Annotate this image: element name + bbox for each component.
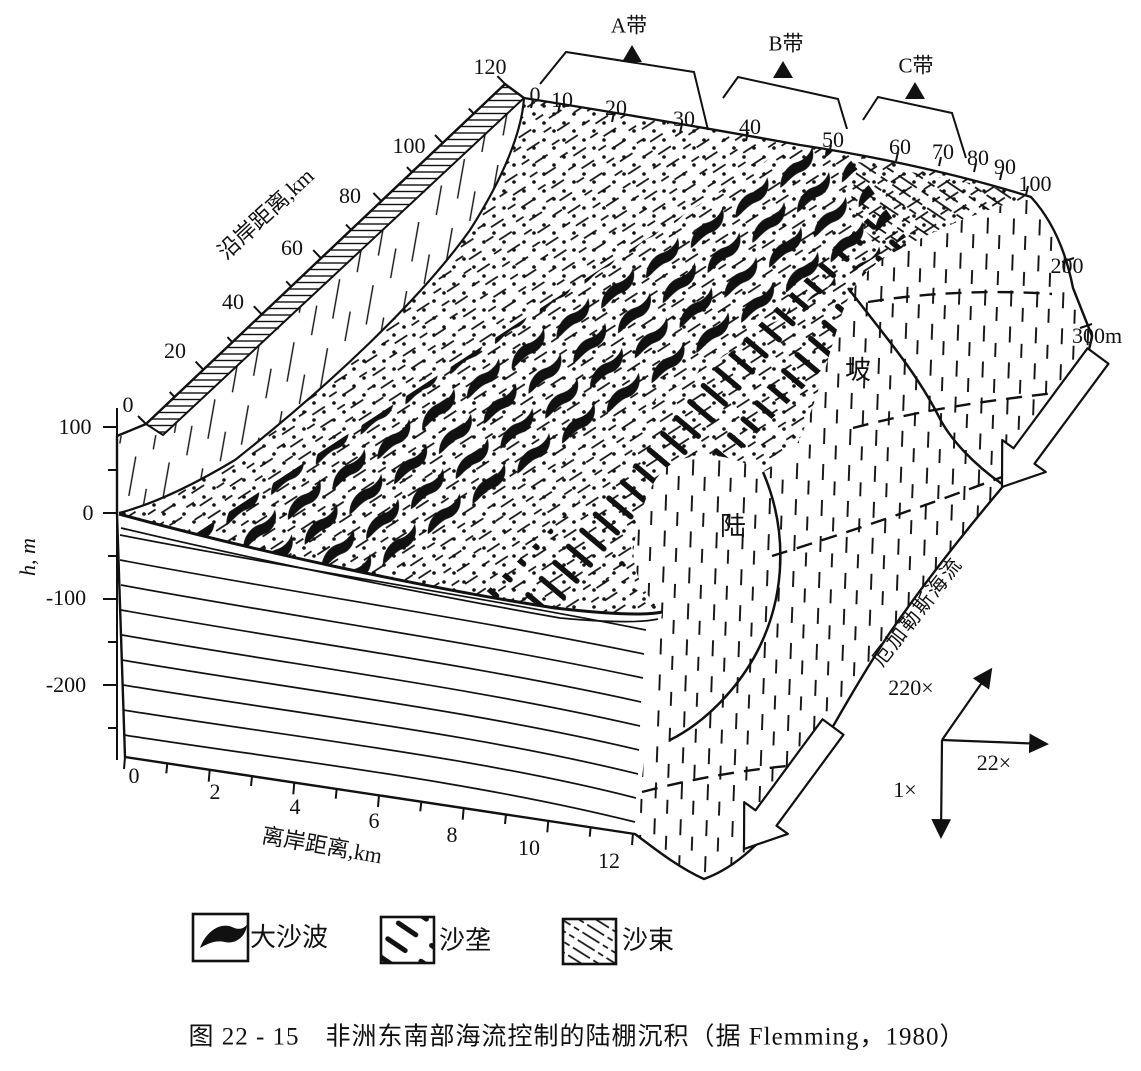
current-arrows: [742, 347, 1110, 851]
alongshore-tick-0: 0: [122, 392, 134, 417]
depth-contour-dashes: [641, 290, 1087, 794]
scale-arrows: [931, 667, 1049, 839]
offshore-tick-12: 12: [598, 848, 620, 873]
coastal-face: [117, 97, 526, 515]
scale-vertical-label: 220×: [888, 675, 934, 700]
figure-caption: 图 22 - 15 非洲东南部海流控制的陆棚沉积（据 Flemming，1980…: [188, 1023, 966, 1051]
top-depth-tick-50: 50: [822, 127, 844, 152]
offshore-tick-8: 8: [446, 822, 458, 847]
sand-wave-band: [189, 123, 906, 614]
top-depth-ticks: [530, 98, 1093, 329]
alongshore-tick-40: 40: [222, 289, 244, 314]
zone-c-label: C带: [898, 53, 934, 78]
top-depth-tick-10: 10: [551, 87, 573, 112]
offshore-tick-2: 2: [209, 779, 221, 804]
top-depth-tick-90: 90: [994, 154, 1016, 179]
scale-depth-label: 1×: [893, 777, 917, 802]
top-depth-tick-30: 30: [673, 106, 695, 131]
zone-marker-triangles: [622, 45, 925, 99]
continental-slope: [633, 197, 1092, 879]
depth-left-tick-0: 0: [82, 500, 94, 525]
top-depth-tick-300m: 300m: [1071, 323, 1123, 348]
alongshore-tick-100: 100: [392, 133, 426, 158]
top-depth-tick-200: 200: [1050, 253, 1084, 278]
top-depth-tick-60: 60: [889, 134, 911, 159]
top-depth-tick-20: 20: [605, 95, 627, 120]
top-depth-tick-0: 0: [529, 82, 541, 107]
depth-left-tick-100: 100: [58, 414, 92, 439]
offshore-tick-4: 4: [289, 794, 301, 819]
depth-left-tick--100: -100: [45, 585, 87, 610]
depth-axis-left: [103, 408, 118, 760]
top-depth-tick-40: 40: [739, 114, 761, 139]
zone-a-label: A带: [610, 13, 648, 38]
alongshore-tick-20: 20: [164, 338, 186, 363]
alongshore-axis-ticks: [137, 75, 506, 425]
legend-sand-ribbon-label: 沙束: [621, 926, 675, 955]
offshore-tick-10: 10: [518, 835, 540, 860]
zone-b-label: B带: [768, 31, 804, 56]
offshore-tick-0: 0: [128, 763, 140, 788]
depth-left-tick--200: -200: [45, 672, 87, 697]
alongshore-tick-80: 80: [339, 183, 361, 208]
top-depth-tick-80: 80: [967, 145, 989, 170]
front-section-face: [118, 512, 663, 834]
depth-axis-label: h, m: [15, 538, 40, 576]
alongshore-tick-120: 120: [473, 54, 507, 79]
slope-label: 坡: [844, 356, 872, 385]
alongshore-tick-60: 60: [281, 235, 303, 260]
top-depth-tick-100: 100: [1018, 171, 1052, 196]
legend-symbols: [191, 912, 618, 966]
legend-sand-wave-label: 大沙波: [249, 923, 329, 952]
top-depth-tick-70: 70: [932, 139, 954, 164]
scale-offshore-label: 22×: [976, 750, 1012, 775]
offshore-tick-6: 6: [368, 808, 380, 833]
land-label: 陆: [719, 512, 747, 541]
legend-sand-ridge-label: 沙垄: [438, 926, 492, 955]
offshore-axis-ticks: [123, 756, 634, 846]
